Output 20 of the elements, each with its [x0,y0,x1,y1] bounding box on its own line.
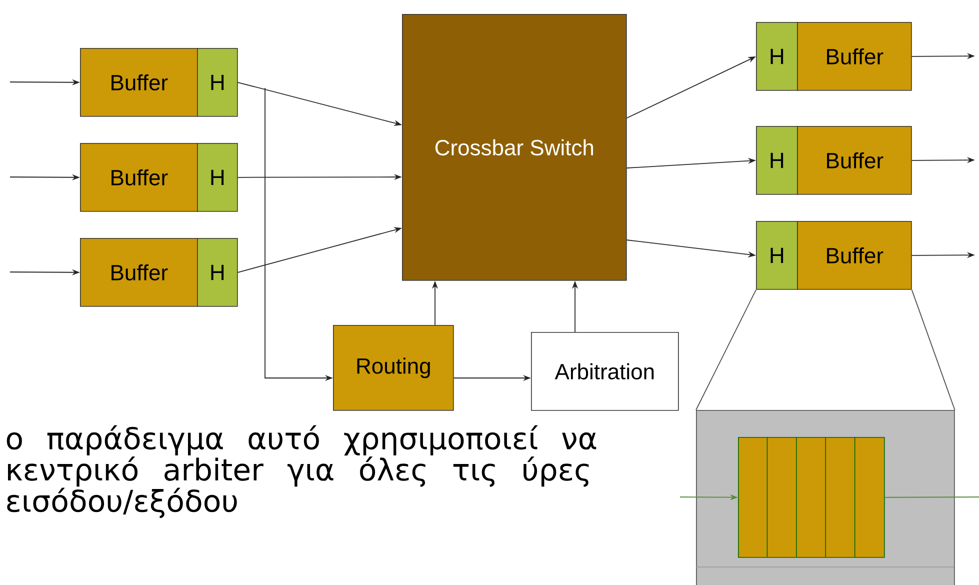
header-box: H [756,221,798,290]
buffer-box: Buffer [797,221,912,290]
buffer-box: Buffer [80,238,198,307]
buffer-box: Buffer [80,48,198,117]
buffer-box: Buffer [797,126,912,195]
connector-line [884,496,979,498]
arbitration-box: Arbitration [531,332,679,411]
header-box: H [197,238,238,307]
zoom-line [696,289,756,410]
buffer-box: Buffer [797,22,912,91]
header-box: H [197,143,238,212]
routing-box: Routing [333,325,454,411]
buffer-box: Buffer [80,143,198,212]
note-text: ο παράδειγμα αυτό χρησιμοποιεί να κεντρικό arbiter για όλες τις ύρες εισόδου/εξόδου [6,425,596,518]
queue-drawing [738,436,885,558]
crossbar-switch-box: Crossbar Switch [402,14,627,281]
header-box: H [756,22,798,91]
header-box: H [756,126,798,195]
header-box: H [197,48,238,117]
zoom-line [911,289,956,410]
